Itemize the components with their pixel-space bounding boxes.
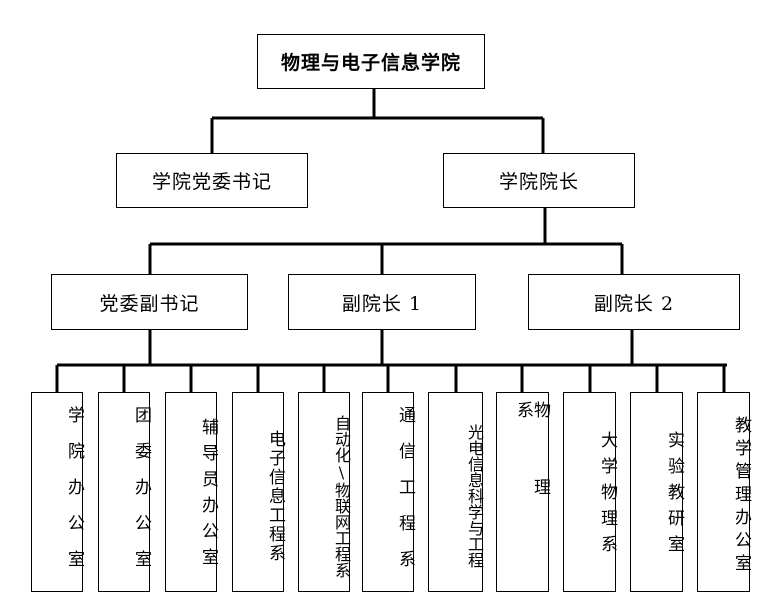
node-dept-youth-league-office: 团委办公室 [98,392,151,592]
node-dept-counselor-office: 辅导员办公室 [165,392,218,592]
node-dept-communication-engineering: 通信工程系 [362,392,415,592]
node-dept-experiment-teaching-office: 实验教研室 [630,392,684,592]
node-deputy-party-secretary: 党委副书记 [51,274,248,330]
node-dept-electronic-information-engineering: 电子信息工程系 [232,392,285,592]
node-dept-optoelectronic-information: 光电信息科学与工程 [428,392,484,592]
node-dept-teaching-management-office: 教学管理办公室 [697,392,751,592]
node-dept-college-office: 学院办公室 [31,392,84,592]
node-vice-dean-1: 副院长 1 [288,274,476,330]
node-dean: 学院院长 [443,153,635,208]
node-dept-physics: 物理系 [496,392,550,592]
node-dept-college-physics: 大学物理系 [563,392,617,592]
node-vice-dean-2: 副院长 2 [528,274,740,330]
node-root: 物理与电子信息学院 [257,34,485,89]
node-dept-automation-iot-engineering: 自动化\物联网工程系 [298,392,351,592]
node-party-secretary: 学院党委书记 [116,153,308,208]
